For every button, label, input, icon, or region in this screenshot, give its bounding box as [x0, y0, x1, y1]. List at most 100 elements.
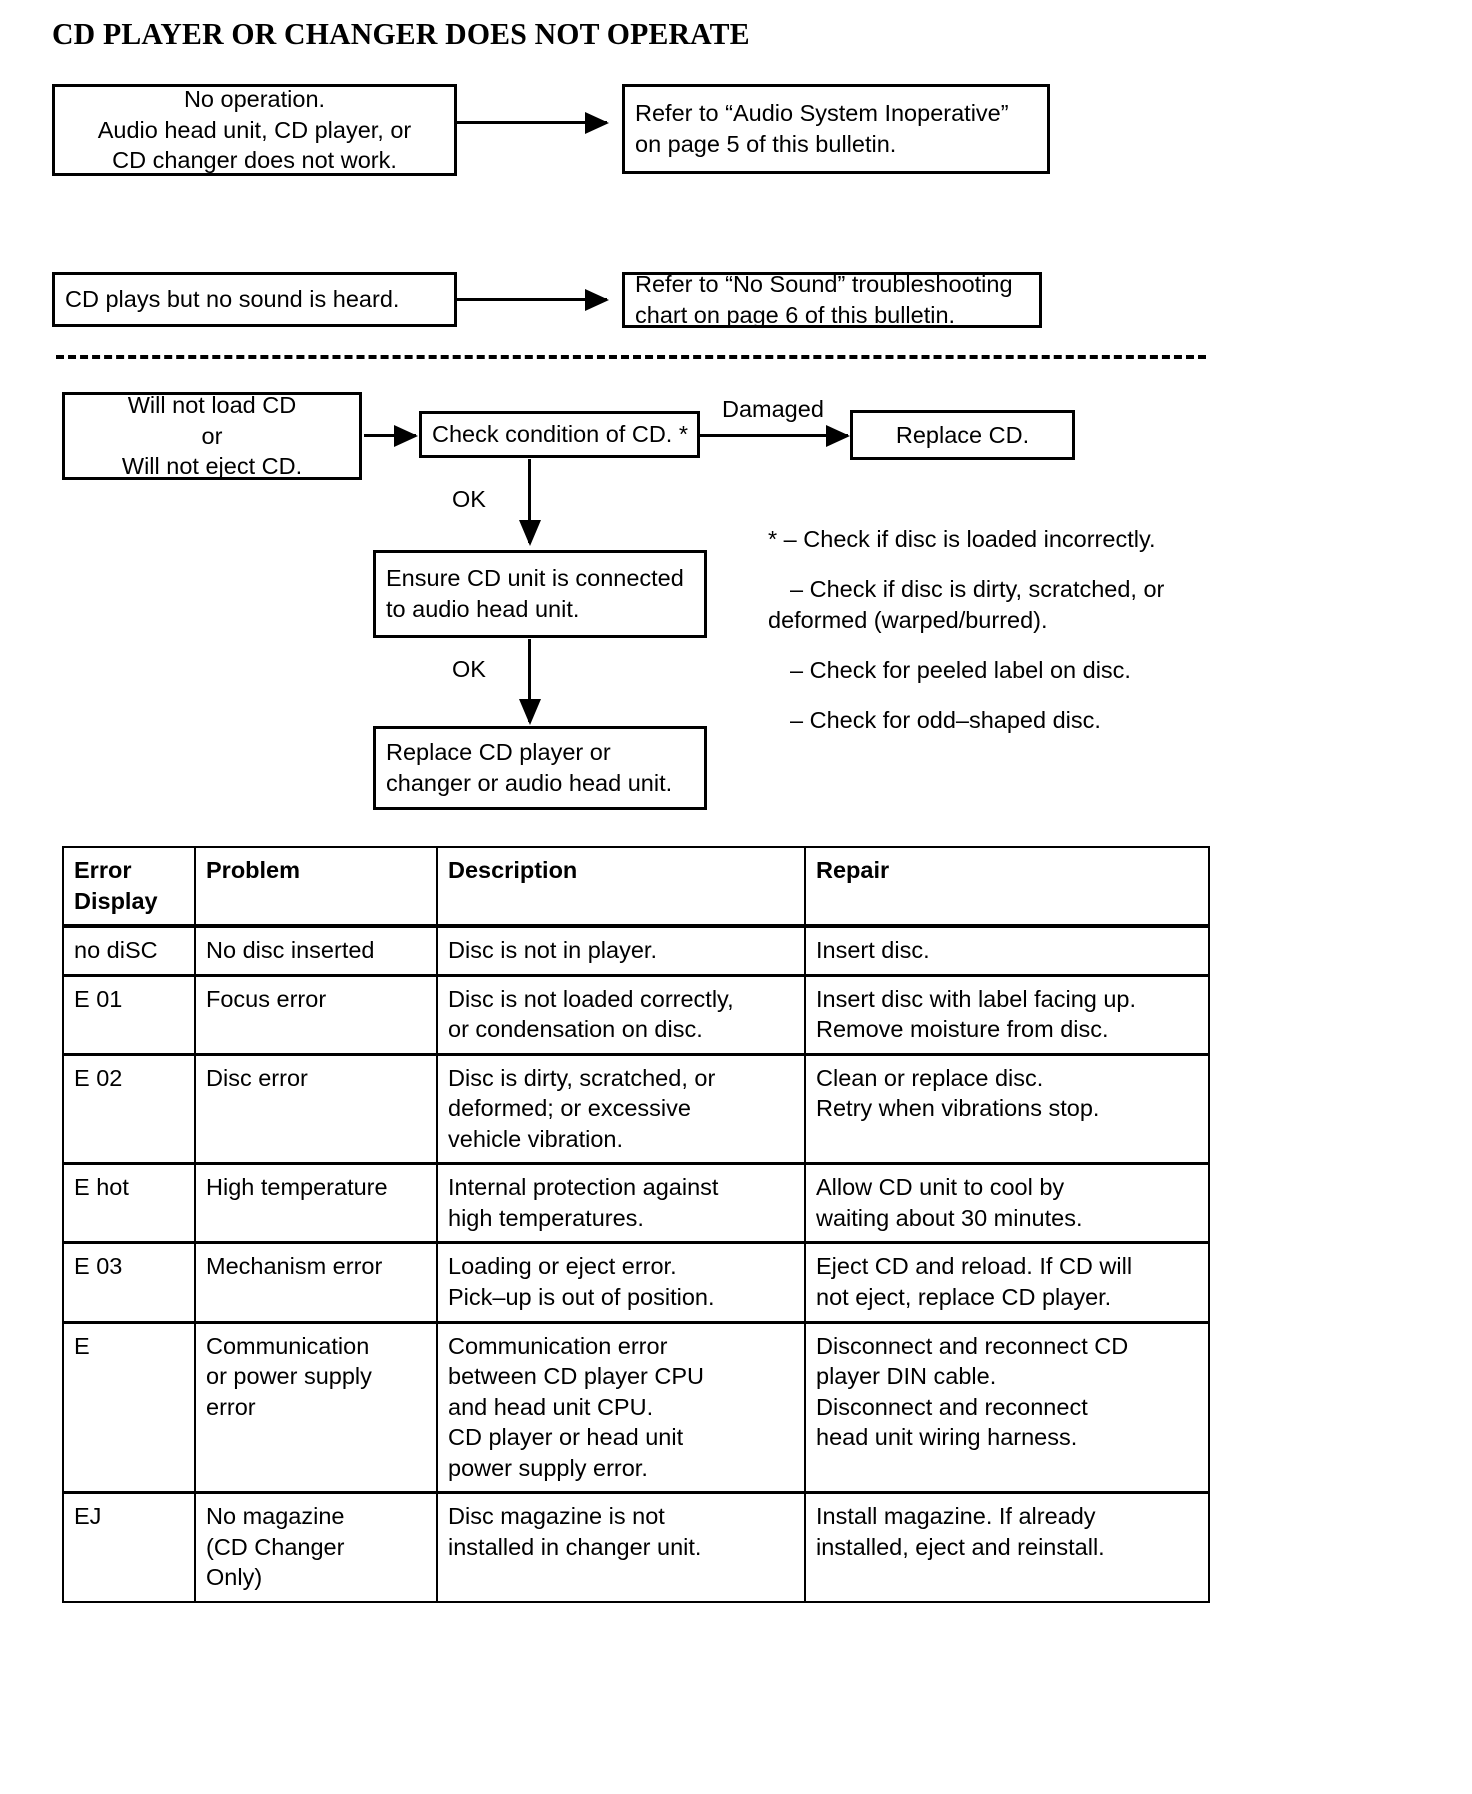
- cell-line: E 02: [74, 1064, 123, 1091]
- arrow-start-to-check-condition: [364, 434, 416, 437]
- flow-box-refer-audio-inoperative: Refer to “Audio System Inoperative” on p…: [622, 84, 1050, 174]
- flow-box-line: Replace CD player or: [386, 739, 611, 766]
- cell-line: no diSC: [74, 937, 158, 964]
- flow-box-line: Check condition of CD. *: [432, 421, 689, 448]
- cell-description: Disc magazine is not installed in changer…: [436, 1491, 806, 1603]
- flow-box-line: Refer to “No Sound” troubleshooting: [635, 271, 1013, 298]
- cell-line: or power supply: [206, 1363, 372, 1390]
- cell-error-display: E 01: [62, 973, 196, 1056]
- cell-line: installed, eject and reinstall.: [816, 1533, 1105, 1560]
- cell-line: Disconnect and reconnect: [816, 1393, 1088, 1420]
- cell-description: Disc is not in player.: [436, 924, 806, 977]
- flow-box-line: No operation.: [183, 86, 326, 113]
- cell-line: Disconnect and reconnect CD: [816, 1332, 1129, 1359]
- arrow-check-to-ensure: [528, 459, 531, 543]
- table-row: no diSC No disc inserted Disc is not in pl…: [62, 924, 1210, 977]
- header-line: Error: [74, 857, 132, 883]
- flow-box-line: CD plays but no sound is heard.: [65, 286, 400, 313]
- flow-box-no-operation: No operation. Audio head unit, CD player…: [52, 84, 457, 176]
- cell-line: High temperature: [206, 1174, 388, 1201]
- cell-line: Internal protection against: [448, 1174, 719, 1201]
- note-line: – Check for peeled label on disc.: [790, 657, 1131, 684]
- flow-box-line: Audio head unit, CD player, or: [97, 116, 412, 143]
- cell-line: player DIN cable.: [816, 1363, 997, 1390]
- cell-line: Communication error: [448, 1332, 668, 1359]
- section-divider: [56, 355, 1206, 359]
- cell-repair: Insert disc with label facing up.Remove …: [804, 973, 1210, 1056]
- flow-box-line: Ensure CD unit is connected: [386, 565, 684, 592]
- flow-box-replace-player-or-head-unit: Replace CD player or changer or audio he…: [373, 726, 707, 810]
- cell-line: CD player or head unit: [448, 1424, 684, 1451]
- error-code-table: Error Display Problem Description Repair…: [62, 845, 1210, 1603]
- cell-line: Remove moisture from disc.: [816, 1016, 1109, 1043]
- flow-box-replace-cd: Replace CD.: [850, 410, 1075, 460]
- troubleshooting-flowchart: No operation. Audio head unit, CD player…: [0, 0, 1472, 840]
- cell-line: No magazine: [206, 1503, 345, 1530]
- cell-line: installed in changer unit.: [448, 1533, 702, 1560]
- cell-line: waiting about 30 minutes.: [816, 1204, 1083, 1231]
- flow-box-line: chart on page 6 of this bulletin.: [635, 302, 956, 328]
- header-line: Display: [74, 887, 158, 914]
- cell-line: E 03: [74, 1253, 123, 1280]
- flow-box-line: Replace CD.: [895, 421, 1030, 448]
- flow-box-cd-plays-no-sound: CD plays but no sound is heard.: [52, 272, 457, 327]
- cell-problem: No disc inserted: [194, 924, 438, 977]
- note-line: – Check if disc is dirty, scratched, or: [790, 576, 1165, 603]
- cell-line: E: [74, 1332, 90, 1359]
- cell-line: Pick–up is out of position.: [448, 1284, 715, 1311]
- flow-box-line: changer or audio head unit.: [386, 770, 673, 796]
- flow-box-line: Refer to “Audio System Inoperative”: [635, 100, 1009, 127]
- cell-line: Mechanism error: [206, 1253, 383, 1280]
- arrow-check-to-replace-cd: [700, 434, 848, 437]
- note-line-continuation: deformed (warped/burred).: [768, 607, 1048, 634]
- cell-line: Install magazine. If already: [816, 1503, 1096, 1530]
- cell-line: Disc is dirty, scratched, or: [448, 1064, 716, 1091]
- cell-line: E hot: [74, 1174, 129, 1201]
- note-item: – Check for odd–shaped disc.: [768, 705, 1198, 736]
- cell-line: E 01: [74, 985, 123, 1012]
- flow-box-line: on page 5 of this bulletin.: [635, 131, 897, 157]
- table-header-row: Error Display Problem Description Repair: [62, 845, 1210, 929]
- flow-box-ensure-connected: Ensure CD unit is connected to audio hea…: [373, 550, 707, 638]
- cell-line: Disc magazine is not: [448, 1503, 665, 1530]
- cell-repair: Disconnect and reconnect CD player DIN ca…: [804, 1320, 1210, 1494]
- arrow-ensure-to-replace-unit: [528, 639, 531, 722]
- cell-line: between CD player CPU: [448, 1363, 704, 1390]
- page-title: CD PLAYER OR CHANGER DOES NOT OPERATE: [52, 16, 750, 51]
- column-header-error-display: Error Display: [62, 845, 196, 929]
- flow-box-line: Will not eject CD.: [121, 453, 303, 480]
- cell-line: Insert disc.: [816, 937, 930, 964]
- cell-problem: Focus error: [194, 973, 438, 1056]
- cell-error-display: E 02: [62, 1052, 196, 1165]
- cell-line: Focus error: [206, 985, 327, 1012]
- cell-repair: Clean or replace disc.Retry when vibrati…: [804, 1052, 1210, 1165]
- note-item: * – Check if disc is loaded incorrectly.: [768, 524, 1198, 555]
- cell-line: EJ: [74, 1503, 102, 1530]
- arrow-no-sound-to-refer: [457, 298, 607, 301]
- edge-label-ok-2: OK: [452, 656, 486, 682]
- disc-check-notes: * – Check if disc is loaded incorrectly.…: [768, 524, 1198, 755]
- cell-line: Eject CD and reload. If CD will: [816, 1253, 1133, 1280]
- note-line: * – Check if disc is loaded incorrectly.: [768, 526, 1156, 552]
- cell-line: Disc is not in player.: [448, 937, 657, 964]
- column-header-description: Description: [436, 845, 806, 929]
- column-header-repair: Repair: [804, 845, 1210, 929]
- cell-error-display: EJ: [62, 1491, 196, 1603]
- arrow-no-operation-to-refer: [457, 121, 607, 124]
- flow-box-line: Will not load CD: [127, 392, 297, 419]
- cell-line: error: [206, 1393, 256, 1420]
- note-item: – Check if disc is dirty, scratched, or …: [768, 574, 1198, 636]
- flow-box-check-condition: Check condition of CD. *: [419, 411, 700, 458]
- cell-line: power supply error.: [448, 1454, 648, 1481]
- cell-line: (CD Changer: [206, 1533, 345, 1560]
- flow-box-refer-no-sound: Refer to “No Sound” troubleshooting char…: [622, 271, 1042, 328]
